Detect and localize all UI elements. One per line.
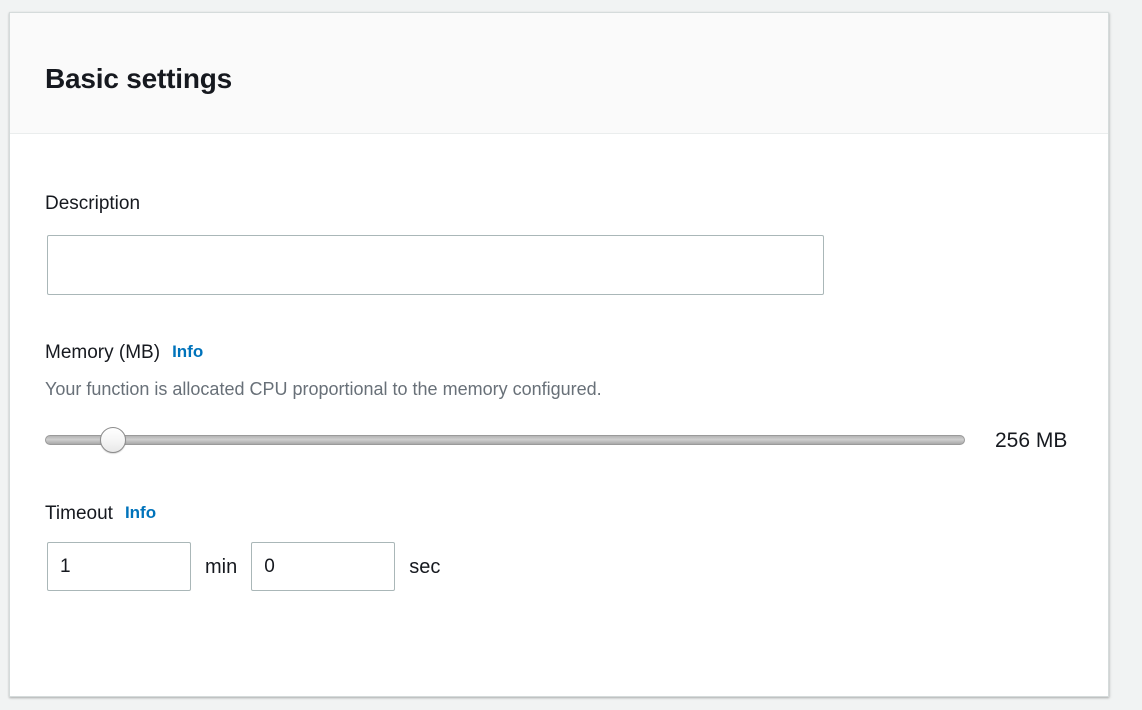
memory-slider-row: 256 MB: [45, 420, 1075, 460]
timeout-row: min sec: [47, 542, 440, 591]
timeout-label-row: Timeout Info: [45, 503, 157, 524]
timeout-seconds-input[interactable]: [251, 542, 396, 591]
memory-label-row: Memory (MB) Info: [45, 342, 204, 363]
timeout-minutes-input[interactable]: [47, 542, 191, 591]
timeout-minutes-unit: min: [205, 555, 238, 578]
memory-description: Your function is allocated CPU proportio…: [45, 379, 602, 399]
timeout-seconds-unit: sec: [409, 555, 441, 578]
memory-slider[interactable]: [45, 425, 965, 455]
card-header: Basic settings: [10, 13, 1108, 134]
page-title: Basic settings: [45, 63, 233, 94]
description-input[interactable]: [47, 235, 824, 295]
memory-info-link[interactable]: Info: [172, 342, 204, 361]
basic-settings-card: Basic settings Description Memory (MB) I…: [9, 12, 1109, 697]
memory-value: 256 MB: [995, 428, 1068, 452]
timeout-info-link[interactable]: Info: [124, 503, 157, 522]
card-body: Description Memory (MB) Info Your functi…: [10, 134, 1108, 696]
timeout-label: Timeout: [45, 503, 113, 524]
description-label: Description: [45, 193, 141, 214]
memory-label: Memory (MB): [45, 342, 161, 363]
